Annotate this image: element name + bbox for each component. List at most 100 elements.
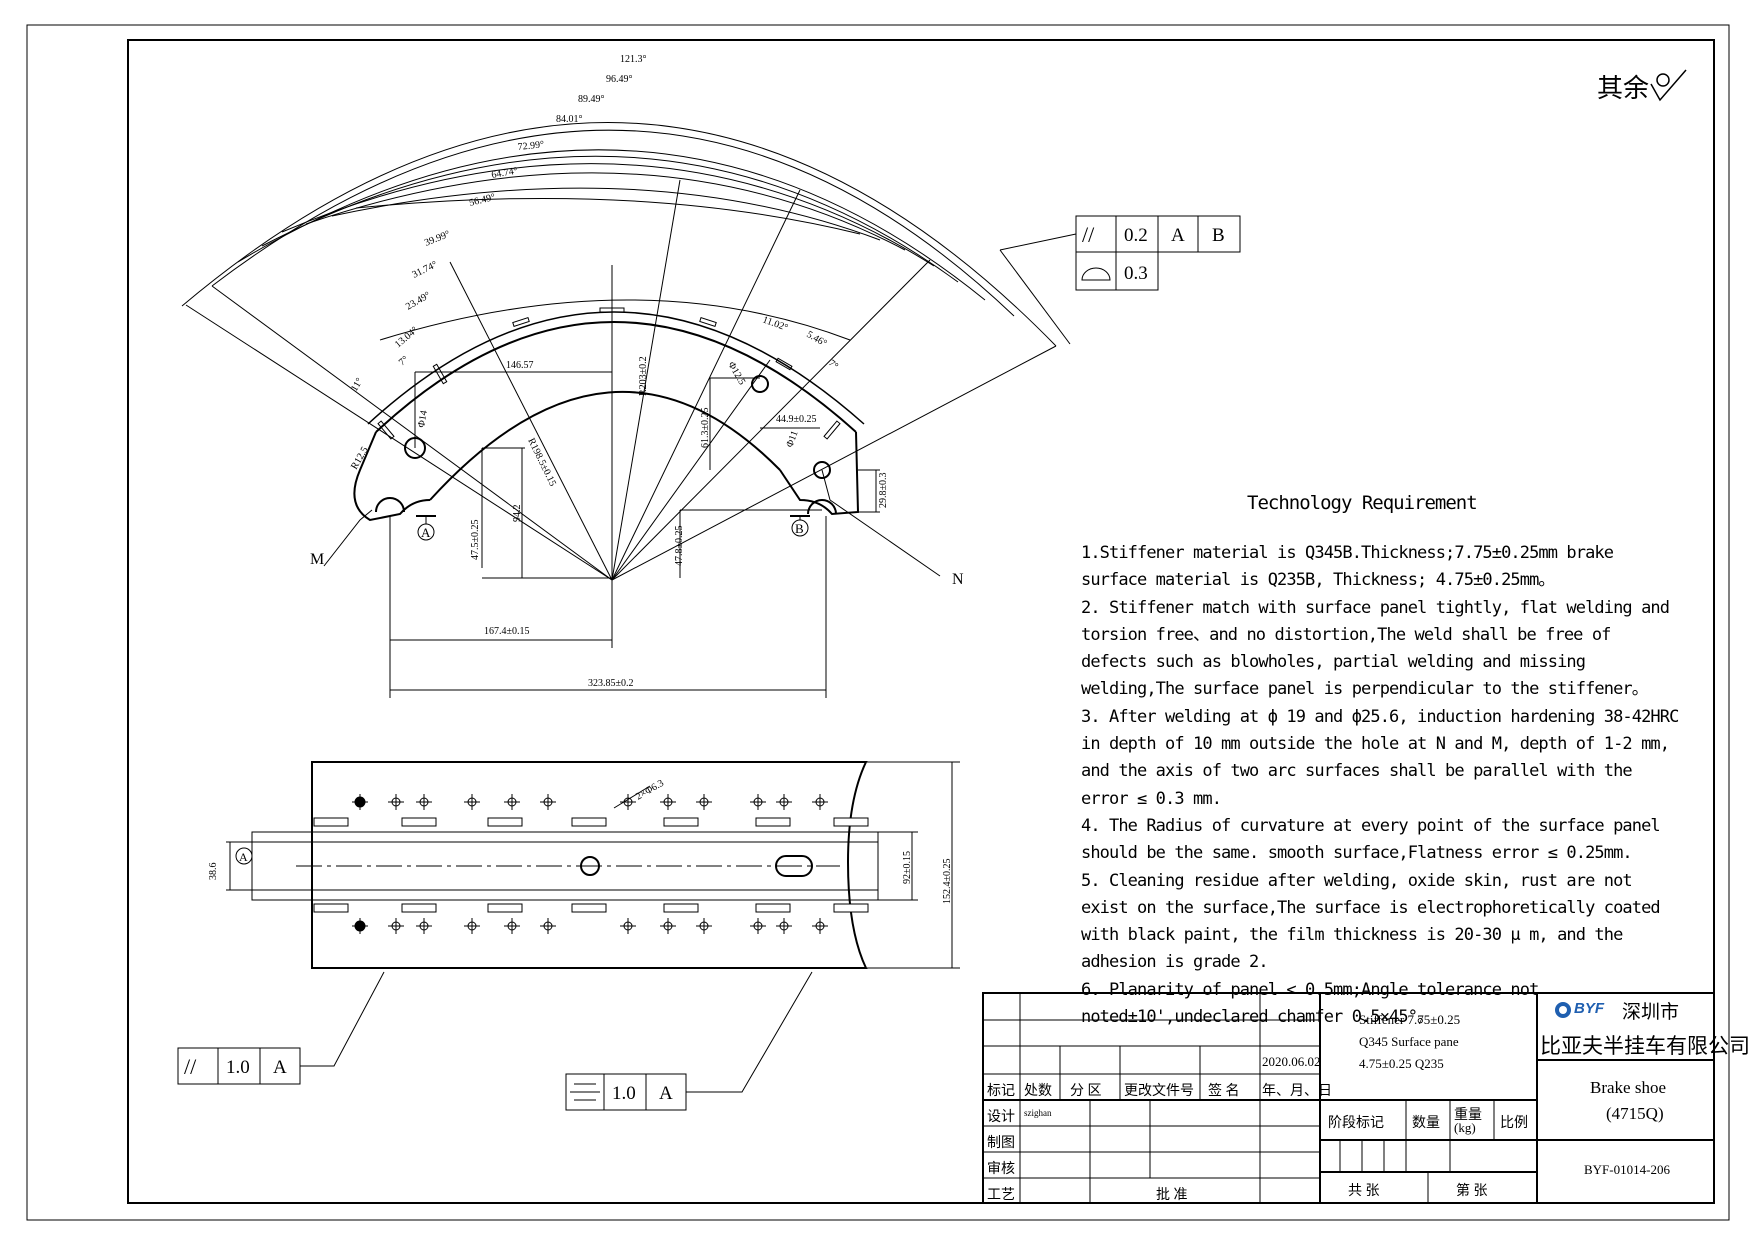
fcf-symmetry xyxy=(565,1073,687,1111)
svg-text:121.3°: 121.3° xyxy=(620,54,647,65)
svg-text:13.04°: 13.04° xyxy=(393,325,420,350)
requirements-list: 1.Stiffener material is Q345B.Thickness;… xyxy=(1081,540,1681,1031)
svg-text:29.8±0.3: 29.8±0.3 xyxy=(878,473,889,509)
plan-view xyxy=(226,761,960,1093)
svg-text:31.74°: 31.74° xyxy=(410,259,439,281)
datum-a-label: A xyxy=(421,525,431,540)
part-code: (4715Q) xyxy=(1606,1104,1664,1123)
quantity-label: 数量 xyxy=(1412,1116,1440,1131)
material-line-2: Q345 Surface pane xyxy=(1359,1034,1459,1049)
header-zone: 分 区 xyxy=(1070,1084,1102,1099)
svg-text:152.4±0.25: 152.4±0.25 xyxy=(942,859,953,905)
header-count: 处数 xyxy=(1024,1084,1052,1099)
web-arc xyxy=(429,390,781,501)
requirement-item: 6. Planarity of panel < 0.5mm;Angle tole… xyxy=(1081,979,1539,1028)
company-name: 比亚夫半挂车有限公司 xyxy=(1540,1034,1750,1058)
total-sheets: 共 张 xyxy=(1348,1184,1380,1199)
svg-text:167.4±0.15: 167.4±0.15 xyxy=(484,626,530,637)
front-view xyxy=(181,122,1057,698)
svg-text:2×Φ6.3: 2×Φ6.3 xyxy=(634,778,666,803)
material-line-3: 4.75±0.25 Q235 xyxy=(1359,1056,1444,1071)
svg-text:38.6: 38.6 xyxy=(208,863,219,881)
svg-text:72.99°: 72.99° xyxy=(517,139,545,153)
scale-label: 比例 xyxy=(1500,1116,1528,1131)
svg-text:89.49°: 89.49° xyxy=(578,94,605,105)
revision-date: 2020.06.02 xyxy=(1262,1054,1321,1069)
header-date: 年、月、日 xyxy=(1262,1084,1332,1099)
inner-border xyxy=(127,39,1715,1204)
fcf-profile-value: 0.3 xyxy=(1124,263,1148,284)
fcf-top-datum2: B xyxy=(1212,225,1225,246)
header-signature: 签 名 xyxy=(1208,1084,1240,1099)
outer-border xyxy=(26,24,1730,1221)
svg-text:23.49°: 23.49° xyxy=(404,290,432,313)
datum-b-label: B xyxy=(795,521,804,536)
svg-text:A: A xyxy=(239,850,248,864)
weight-unit: (kg) xyxy=(1454,1120,1476,1135)
svg-text:61.3±0.25: 61.3±0.25 xyxy=(700,408,711,449)
svg-text:R12.5: R12.5 xyxy=(349,445,371,471)
requirement-item: 4. The Radius of curvature at every poin… xyxy=(1081,815,1661,864)
svg-text:7°: 7° xyxy=(397,354,411,368)
byf-logo-icon xyxy=(1555,1002,1571,1018)
fcf-left-symbol: // xyxy=(184,1054,197,1079)
label-m: M xyxy=(310,551,324,568)
material-line-1: Stiffener 7.75±0.25 xyxy=(1359,1012,1461,1027)
svg-text:Φ11: Φ11 xyxy=(784,429,800,449)
svg-text:44.9±0.25: 44.9±0.25 xyxy=(776,414,817,425)
header-mark: 标记 xyxy=(987,1084,1015,1099)
svg-text:R203±0.2: R203±0.2 xyxy=(638,356,649,396)
row-design: 设计 xyxy=(987,1110,1015,1125)
row-review: 审核 xyxy=(987,1162,1015,1177)
svg-text:R198.5±0.15: R198.5±0.15 xyxy=(525,436,558,488)
sheet-number: 第 张 xyxy=(1456,1184,1488,1199)
fcf-parallelism-left xyxy=(177,1047,301,1085)
company-logo: BYF xyxy=(1574,1000,1604,1017)
svg-text:92±0.15: 92±0.15 xyxy=(902,851,913,884)
fcf-parallelism-top xyxy=(999,215,1241,345)
svg-text:11.02°: 11.02° xyxy=(761,314,789,333)
fcf-sym-datum: A xyxy=(659,1083,673,1104)
requirement-item: 2. Stiffener match with surface panel ti… xyxy=(1081,597,1670,700)
approval-label: 批 准 xyxy=(1156,1188,1188,1203)
plan-view-labels: 2×Φ6.3 38.6 92±0.15 152.4±0.25 A xyxy=(208,778,953,904)
svg-text:323.85±0.2: 323.85±0.2 xyxy=(588,678,634,689)
row-process: 工艺 xyxy=(987,1188,1015,1203)
svg-text:47.5±0.25: 47.5±0.25 xyxy=(470,520,481,561)
fcf-left-value: 1.0 xyxy=(226,1057,250,1078)
header-change-doc: 更改文件号 xyxy=(1124,1084,1194,1099)
fcf-sym-value: 1.0 xyxy=(612,1083,636,1104)
roughness-icon xyxy=(1650,69,1687,102)
lining-table xyxy=(375,321,857,433)
weight-label: 重量 xyxy=(1454,1108,1482,1123)
fcf-top-datum1: A xyxy=(1171,225,1185,246)
fcf-top-value: 0.2 xyxy=(1124,225,1148,246)
requirement-item: 5. Cleaning residue after welding, oxide… xyxy=(1081,870,1661,973)
requirement-item: 3. After welding at ф 19 and ф25.6, indu… xyxy=(1081,706,1679,809)
requirements-title: Technology Requirement xyxy=(1247,492,1478,514)
fcf-left-datum: A xyxy=(273,1057,287,1078)
label-n: N xyxy=(952,571,964,588)
svg-text:11°: 11° xyxy=(349,376,365,393)
row-drafting: 制图 xyxy=(987,1136,1015,1151)
svg-text:47.8±0.25: 47.8±0.25 xyxy=(674,526,685,567)
fcf-top-symbol: // xyxy=(1082,222,1095,247)
surface-finish-note: 其余 xyxy=(1597,74,1649,103)
datum-b-marker xyxy=(790,515,810,537)
company-city: 深圳市 xyxy=(1622,1002,1680,1023)
svg-text:Φ12.5: Φ12.5 xyxy=(725,360,747,387)
svg-text:94.2: 94.2 xyxy=(512,505,523,523)
svg-text:5.46°: 5.46° xyxy=(805,329,829,349)
datum-a-marker xyxy=(416,515,436,541)
svg-text:Φ14: Φ14 xyxy=(416,410,430,429)
svg-text:96.49°: 96.49° xyxy=(606,74,633,85)
svg-text:7°: 7° xyxy=(826,358,840,372)
designer-name: szighan xyxy=(1024,1108,1052,1118)
stage-mark-label: 阶段标记 xyxy=(1328,1116,1384,1131)
requirement-item: 1.Stiffener material is Q345B.Thickness;… xyxy=(1081,543,1614,591)
drawing-number: BYF-01014-206 xyxy=(1584,1162,1670,1177)
svg-text:84.01°: 84.01° xyxy=(556,114,583,125)
svg-text:56.49°: 56.49° xyxy=(468,192,496,209)
title-block xyxy=(982,992,1715,1204)
